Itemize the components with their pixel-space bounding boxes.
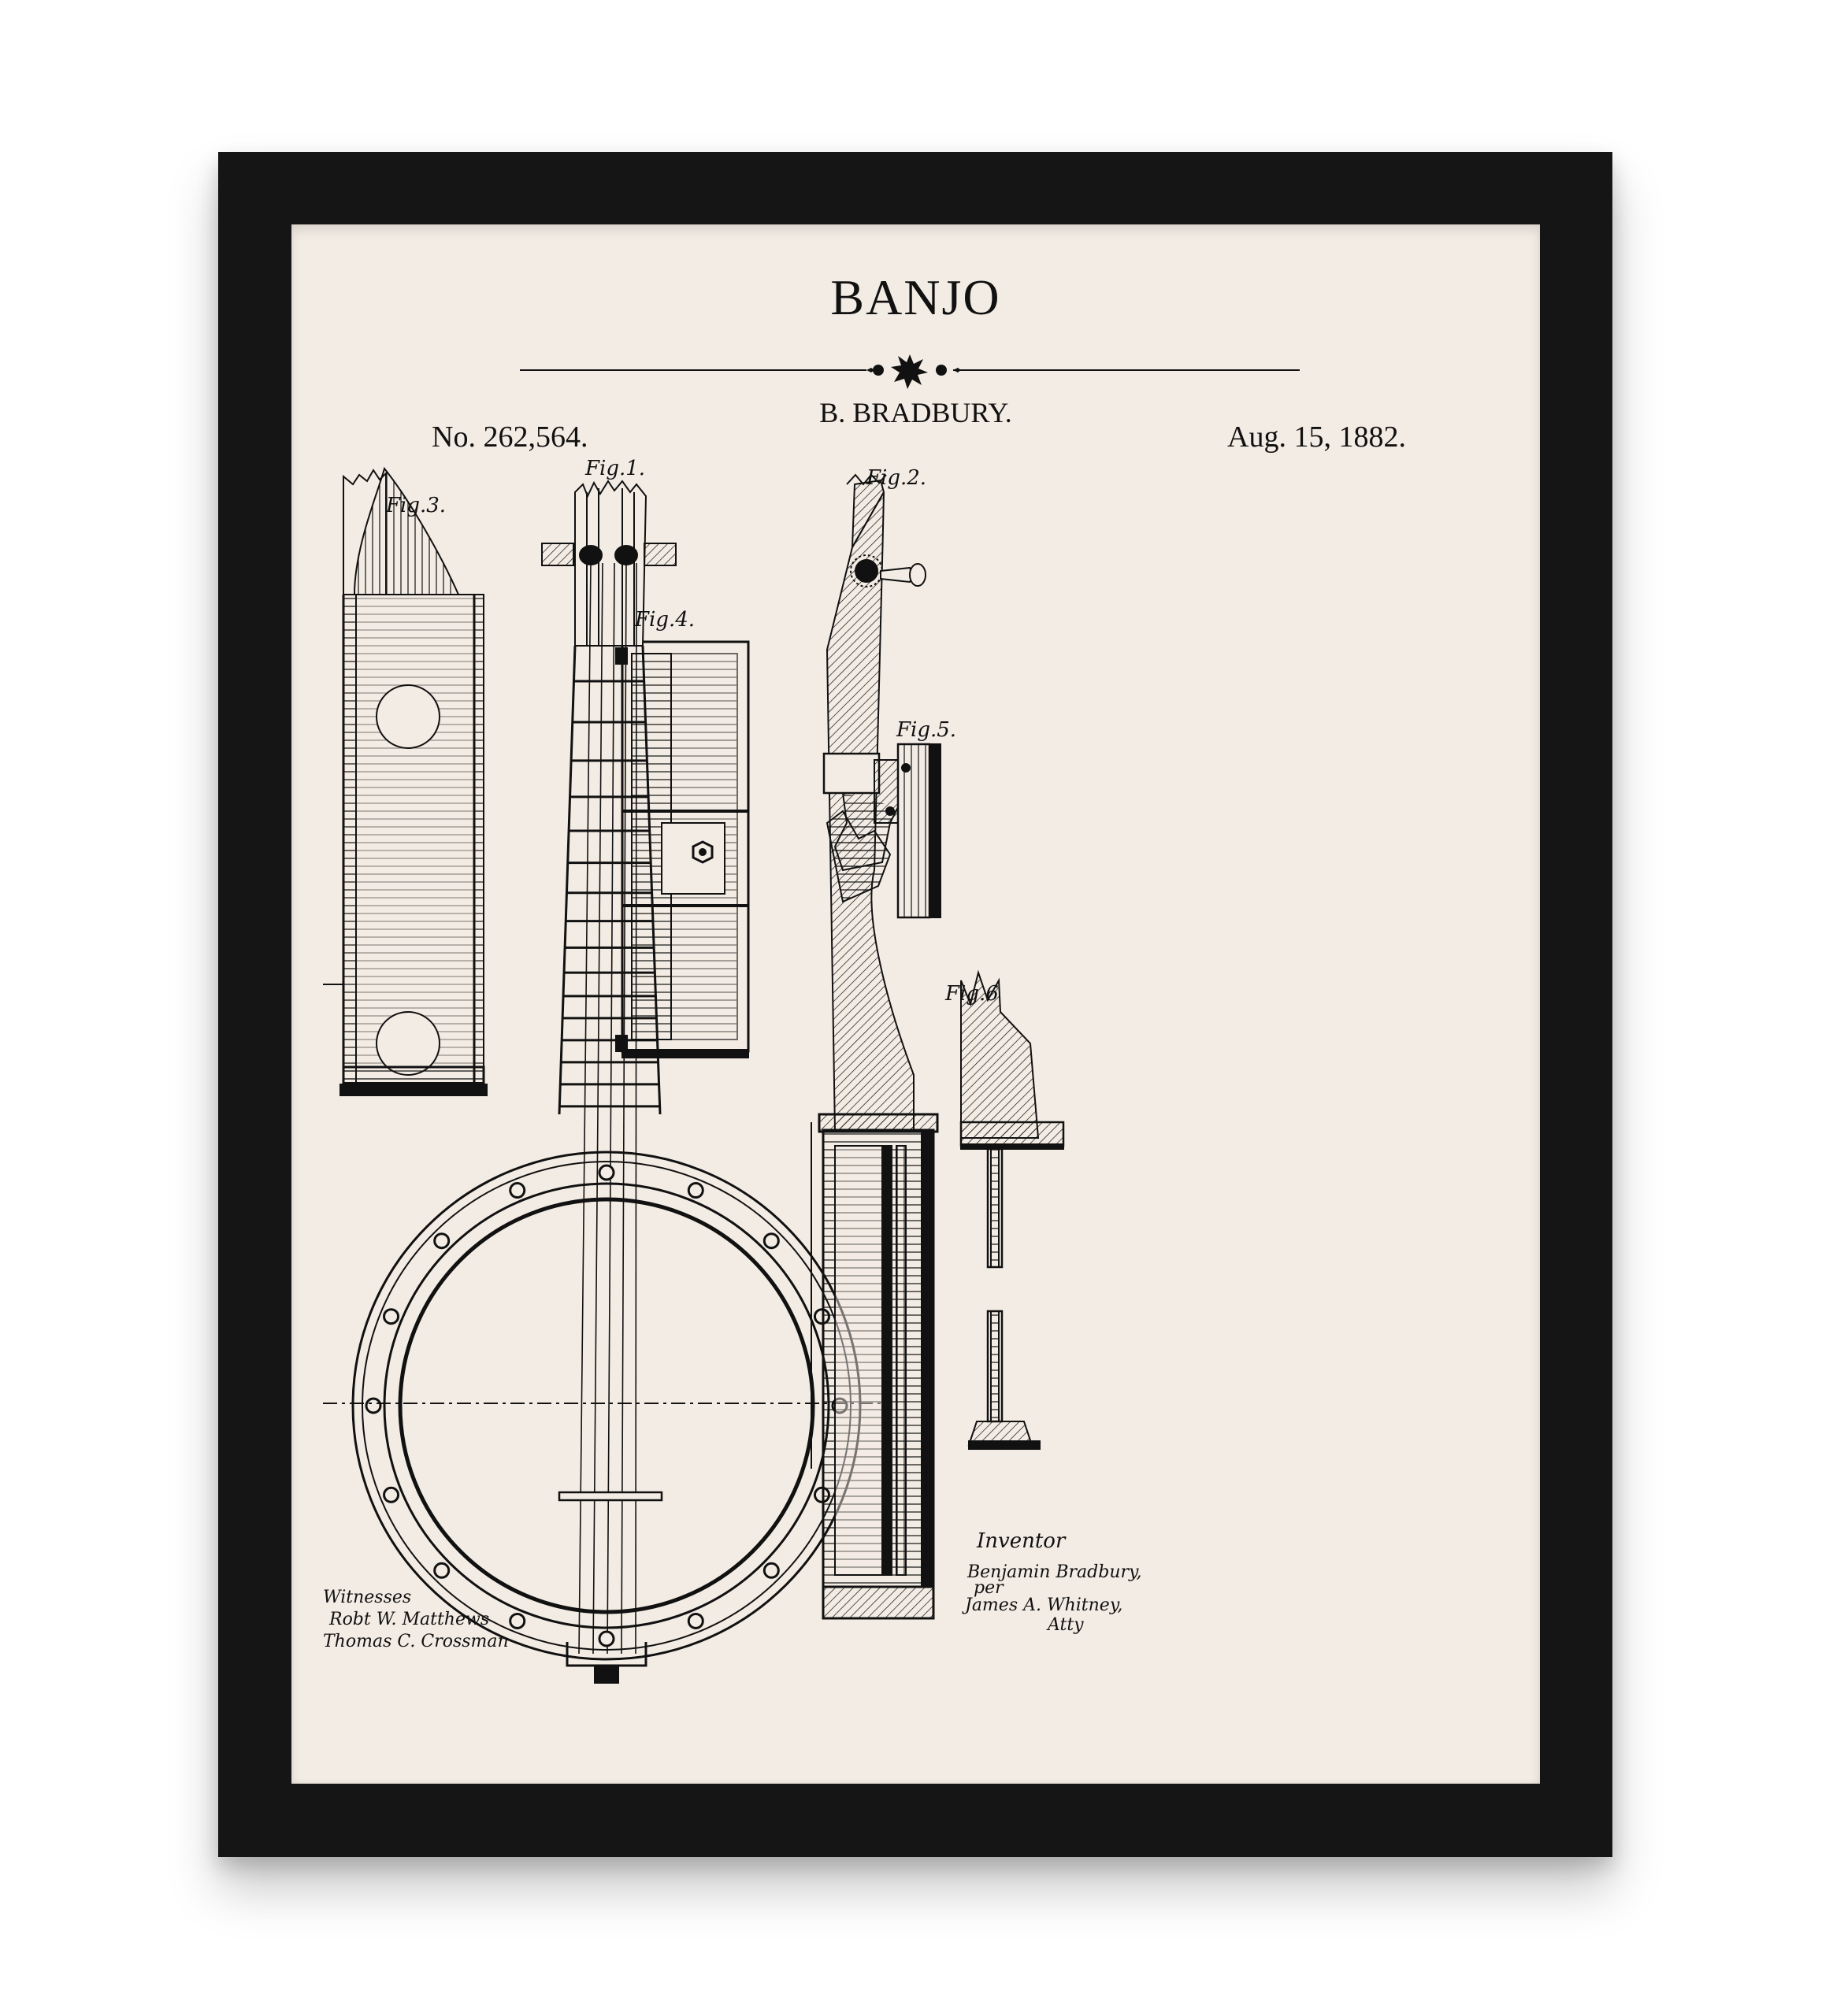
witnesses-caption: Witnesses <box>323 1588 411 1607</box>
fig-6-caption: Fig.6 <box>944 982 999 1006</box>
patent-drawing: Fig.1. Fig.2. Fig.3. Fig.4. Fig.5. Fig.6… <box>291 224 1540 1784</box>
fig-4-caption: Fig.4. <box>634 608 695 632</box>
figure-6-drawing <box>961 973 1063 1449</box>
fig-3-caption: Fig.3. <box>385 494 446 517</box>
witness-signature-1: Robt W. Matthews <box>328 1610 489 1629</box>
fig-2-caption: Fig.2. <box>866 466 926 490</box>
poster-paper: BANJO B. BRADBURY. No. 262,564. Aug. 15,… <box>291 224 1540 1784</box>
fig-5-caption: Fig.5. <box>896 718 956 742</box>
attorney-signature: James A. Whitney, <box>962 1595 1122 1615</box>
inventor-caption: Inventor <box>976 1529 1067 1553</box>
fig-1-caption: Fig.1. <box>584 457 645 480</box>
witness-signature-2: Thomas C. Crossman <box>323 1632 509 1651</box>
figure-3-drawing <box>323 469 487 1095</box>
attorney-abbrev: Atty <box>1046 1615 1084 1635</box>
figure-5-drawing <box>824 744 941 917</box>
figure-2-drawing <box>811 475 937 1618</box>
